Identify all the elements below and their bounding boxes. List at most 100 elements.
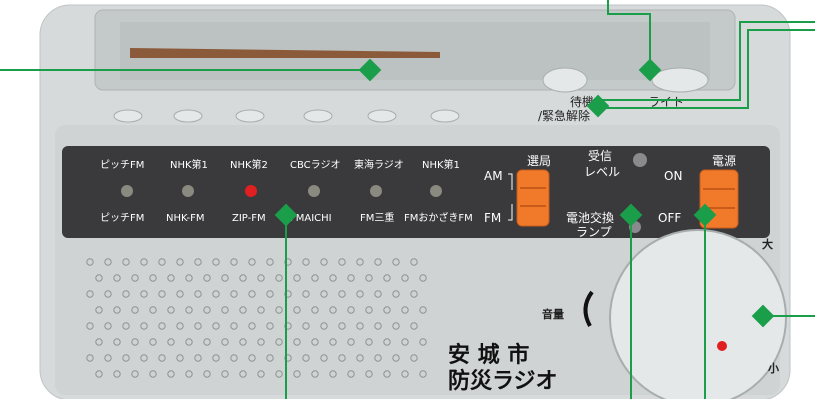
battery-label-1: 電池交換: [566, 210, 614, 225]
grille-hole: [149, 306, 157, 314]
grille-hole: [86, 258, 94, 266]
grille-hole: [320, 258, 328, 266]
grille-hole: [230, 354, 238, 362]
grille-hole: [329, 338, 337, 346]
grille-hole: [401, 274, 409, 282]
grille-hole: [221, 274, 229, 282]
grille-hole: [176, 258, 184, 266]
grille-hole: [248, 290, 256, 298]
grille-hole: [194, 322, 202, 330]
grille-hole: [239, 274, 247, 282]
grille-hole: [311, 370, 319, 378]
grille-hole: [185, 338, 193, 346]
preset-buttons: [113, 109, 460, 123]
grille-hole: [95, 370, 103, 378]
grille-hole: [149, 274, 157, 282]
grille-hole: [275, 338, 283, 346]
stations-bottom: ピッチFM NHK-FM ZIP-FM FMAICHI FM三重 FMおかざきF…: [100, 211, 473, 224]
station-top-4: CBCラジオ: [290, 159, 340, 171]
grille-hole: [158, 354, 166, 362]
grille-hole: [239, 370, 247, 378]
volume-max: 大: [762, 237, 773, 251]
grille-hole: [419, 306, 427, 314]
grille-hole: [320, 354, 328, 362]
grille-hole: [374, 354, 382, 362]
station-top-2: NHK第1: [170, 158, 208, 171]
grille-hole: [194, 354, 202, 362]
grille-hole: [113, 370, 121, 378]
grille-hole: [86, 290, 94, 298]
grille-hole: [230, 290, 238, 298]
grille-hole: [275, 370, 283, 378]
grille-hole: [158, 322, 166, 330]
grille-hole: [410, 290, 418, 298]
station-top-1: ピッチFM: [100, 159, 144, 171]
light-button[interactable]: [651, 67, 709, 93]
standby-button[interactable]: [542, 67, 588, 93]
grille-hole: [257, 274, 265, 282]
station-bottom-6: FMおかざきFM: [404, 211, 473, 224]
grille-hole: [257, 306, 265, 314]
grille-hole: [203, 306, 211, 314]
grille-hole: [167, 370, 175, 378]
grille-hole: [212, 258, 220, 266]
grille-hole: [167, 306, 175, 314]
grille-hole: [122, 290, 130, 298]
grille-hole: [410, 258, 418, 266]
grille-hole: [410, 322, 418, 330]
grille-hole: [113, 306, 121, 314]
antenna: [130, 48, 440, 58]
grille-hole: [401, 370, 409, 378]
grille-hole: [392, 322, 400, 330]
station-top-5: 東海ラジオ: [354, 158, 404, 171]
grille-hole: [140, 322, 148, 330]
grille-hole: [203, 338, 211, 346]
grille-hole: [365, 306, 373, 314]
grille-hole: [239, 338, 247, 346]
grille-hole: [167, 274, 175, 282]
grille-hole: [95, 274, 103, 282]
grille-hole: [383, 338, 391, 346]
grille-hole: [122, 354, 130, 362]
grille-hole: [374, 290, 382, 298]
grille-hole: [275, 274, 283, 282]
grille-hole: [212, 290, 220, 298]
grille-hole: [302, 322, 310, 330]
grille-hole: [356, 290, 364, 298]
grille-hole: [338, 322, 346, 330]
grille-hole: [86, 322, 94, 330]
grille-hole: [347, 306, 355, 314]
station-indicators: [121, 185, 442, 197]
grille-hole: [329, 274, 337, 282]
grille-hole: [383, 306, 391, 314]
title-line-2: 防災ラジオ: [448, 369, 558, 394]
grille-hole: [212, 322, 220, 330]
grille-hole: [131, 370, 139, 378]
volume-dial[interactable]: [609, 229, 787, 399]
grille-hole: [221, 338, 229, 346]
grille-hole: [374, 258, 382, 266]
power-off: OFF: [658, 211, 681, 225]
grille-hole: [266, 258, 274, 266]
grille-hole: [86, 354, 94, 362]
grille-hole: [239, 306, 247, 314]
station-top-3: NHK第2: [230, 158, 268, 171]
grille-hole: [149, 370, 157, 378]
grille-hole: [248, 258, 256, 266]
grille-hole: [95, 338, 103, 346]
grille-hole: [185, 370, 193, 378]
grille-hole: [320, 290, 328, 298]
grille-hole: [365, 370, 373, 378]
grille-hole: [140, 290, 148, 298]
volume-bracket: [583, 290, 594, 327]
grille-hole: [320, 322, 328, 330]
stations-top: ピッチFM NHK第1 NHK第2 CBCラジオ 東海ラジオ NHK第1: [100, 158, 460, 171]
grille-hole: [266, 322, 274, 330]
power-on: ON: [664, 169, 682, 183]
grille-hole: [194, 258, 202, 266]
grille-hole: [374, 322, 382, 330]
grille-hole: [356, 258, 364, 266]
band-switch[interactable]: [516, 169, 550, 227]
